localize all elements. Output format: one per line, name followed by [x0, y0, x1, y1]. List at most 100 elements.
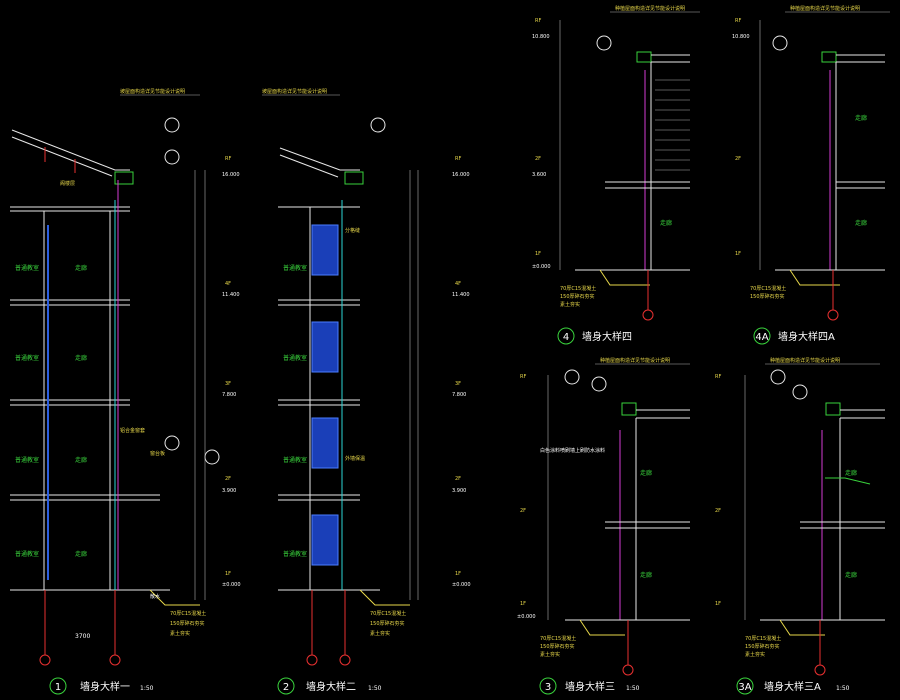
detail-callout-circle [772, 35, 788, 51]
elevation: ±0.000 [452, 582, 471, 588]
floor-label: RF [715, 374, 721, 380]
roof-note-4: 种植屋面构造详见节能设计说明 [615, 5, 685, 12]
axis-bubble [642, 309, 654, 321]
note-text: 素土夯实 [170, 630, 190, 637]
room-label: 走廊 [855, 219, 867, 227]
detail-number-circle [736, 677, 754, 695]
detail-number: 3 [545, 682, 551, 693]
detail-callout-circle [164, 149, 180, 165]
gutter [114, 171, 134, 185]
axis-bubble [39, 654, 51, 666]
room-label: 普通教室 [15, 456, 39, 464]
window-unit [311, 514, 339, 566]
window-unit [311, 321, 339, 373]
axis-bubble [306, 654, 318, 666]
detail-number: 3A [738, 682, 751, 693]
detail-4a: 种植屋面构造详见节能设计说明 RF 10.800 走廊 走廊 2F 1F 70厚… [732, 5, 890, 345]
parapet [636, 51, 652, 63]
axis-bubble [814, 664, 826, 676]
note-text: 素土夯实 [540, 651, 560, 658]
roof-slope [279, 147, 360, 171]
room-label: 走廊 [845, 571, 857, 579]
room-label: 走廊 [855, 114, 867, 122]
grade-line [359, 589, 410, 606]
note-text: 150厚碎石夯实 [750, 293, 785, 300]
elevation: 10.800 [532, 34, 550, 40]
note-text: 散水 [150, 593, 160, 600]
note-text: 150厚碎石夯实 [560, 293, 595, 300]
note-text: 铝合金窗套 [120, 427, 145, 434]
canopy [825, 477, 871, 485]
parapet [825, 402, 841, 416]
note-text: 70厚C15混凝土 [750, 285, 786, 292]
elevation: 11.400 [222, 292, 240, 298]
room-label: 走廊 [845, 469, 857, 477]
note-text: 外墙保温 [345, 455, 365, 462]
floor-label: 2F [715, 508, 721, 514]
axis-bubble [339, 654, 351, 666]
floor-label: RF [225, 156, 231, 162]
floor-label: RF [455, 156, 461, 162]
detail-number: 2 [283, 682, 289, 693]
room-label: 走廊 [75, 354, 87, 362]
room-label: 普通教室 [15, 354, 39, 362]
axis-bubble [827, 309, 839, 321]
floor-label: 2F [520, 508, 526, 514]
stair-hatch [655, 79, 690, 171]
room-label: 普通教室 [283, 550, 307, 558]
room-label: 普通教室 [283, 354, 307, 362]
grade-line [149, 589, 200, 606]
elevation: 3.900 [222, 488, 236, 494]
roof-note-4a: 种植屋面构造详见节能设计说明 [790, 5, 860, 12]
detail-number-circle [277, 677, 295, 695]
floor-label: RF [735, 18, 741, 24]
detail-title: 墙身大样三A [764, 680, 821, 693]
detail-4: 种植屋面构造详见节能设计说明 RF 10.800 2F 3.600 1F ±0.… [532, 5, 700, 345]
room-label: 走廊 [75, 264, 87, 272]
floor-label: 4F [455, 281, 461, 287]
elevation: 16.000 [222, 172, 240, 178]
note-text: 150厚碎石夯实 [170, 620, 205, 627]
room-label: 普通教室 [283, 456, 307, 464]
floor-label: 1F [225, 571, 231, 577]
room-label: 走廊 [660, 219, 672, 227]
note-text: 70厚C15混凝土 [745, 635, 781, 642]
note-text: 白色涂料喷刷墙上刷防水涂料 [540, 447, 605, 454]
note-text: 素土夯实 [560, 301, 580, 308]
detail-number-circle [753, 327, 771, 345]
detail-number-circle [557, 327, 575, 345]
detail-callout-circle [596, 35, 612, 51]
floor-label: 2F [455, 476, 461, 482]
detail-number-circle [49, 677, 67, 695]
note-text: 70厚C15混凝土 [560, 285, 596, 292]
note-text: 150厚碎石夯实 [540, 643, 575, 650]
window-unit [311, 224, 339, 276]
elevation: ±0.000 [532, 264, 551, 270]
note-text: 70厚C15混凝土 [170, 610, 206, 617]
elevation: 7.800 [452, 392, 466, 398]
floor-label: 1F [520, 601, 526, 607]
detail-callout-circle [591, 376, 607, 392]
elevation: ±0.000 [517, 614, 536, 620]
detail-title: 墙身大样一 [80, 680, 130, 693]
detail-1: 坡屋面构造详见节能设计说明 阁楼层 普通教室 走廊 普通教室 走廊 普通教室 走… [10, 88, 241, 695]
floor-label: 1F [735, 251, 741, 257]
elevation: 10.800 [732, 34, 750, 40]
floor-label: 1F [715, 601, 721, 607]
detail-3: 种植屋面构造详见节能设计说明 RF 白色涂料喷刷墙上刷防水涂料 走廊 走廊 2F… [517, 357, 690, 695]
room-label: 走廊 [640, 469, 652, 477]
detail-3a: 种植屋面构造详见节能设计说明 RF 走廊 走廊 2F 1F 70厚C15混凝土 … [715, 357, 885, 695]
note-text: 素土夯实 [745, 651, 765, 658]
room-label: 普通教室 [15, 550, 39, 558]
detail-callout-circle [564, 369, 580, 385]
detail-callout-circle [770, 369, 786, 385]
detail-scale: 1:50 [140, 685, 154, 692]
floor-label: RF [535, 18, 541, 24]
floor-label: 4F [225, 281, 231, 287]
floor-label: RF [520, 374, 526, 380]
detail-callout-circle [370, 117, 386, 133]
axis-bubble [622, 664, 634, 676]
room-label: 走廊 [640, 571, 652, 579]
parapet [821, 51, 837, 63]
